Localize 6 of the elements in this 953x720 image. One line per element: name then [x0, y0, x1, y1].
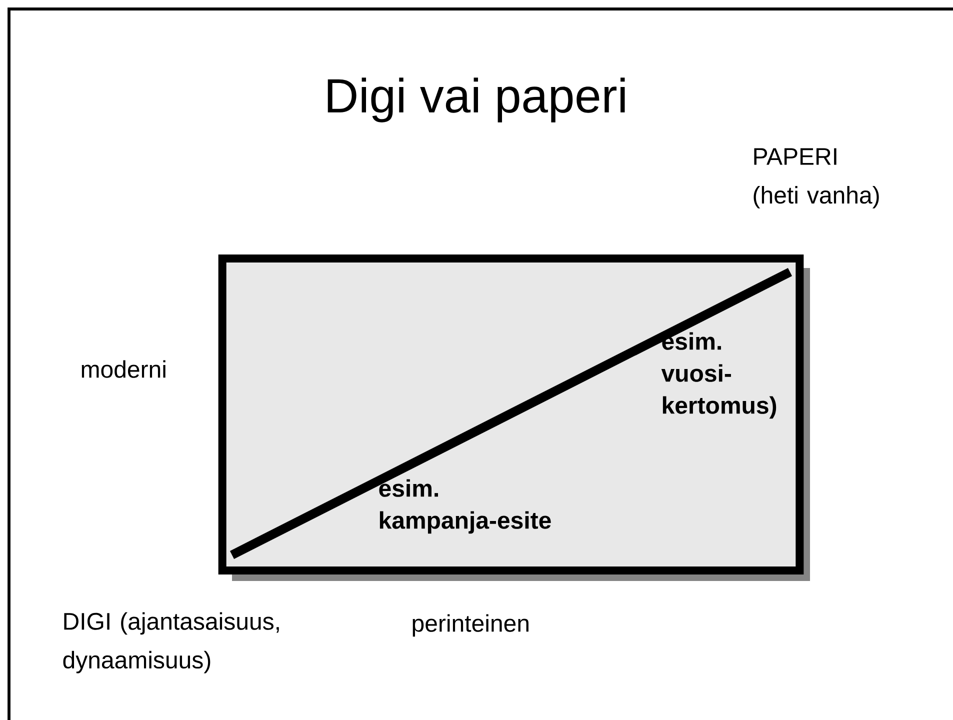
axis-label: PAPERI (heti vanha): [754, 148, 879, 208]
title: Digi vai paperi: [328, 78, 625, 122]
axis-label: perinteinen: [412, 614, 528, 637]
example-text: esim. kampanja-esite: [379, 479, 551, 534]
axis-label: DIGI (ajantasaisuus, dynaamisuus): [63, 612, 279, 674]
axis-label: moderni: [82, 360, 166, 378]
